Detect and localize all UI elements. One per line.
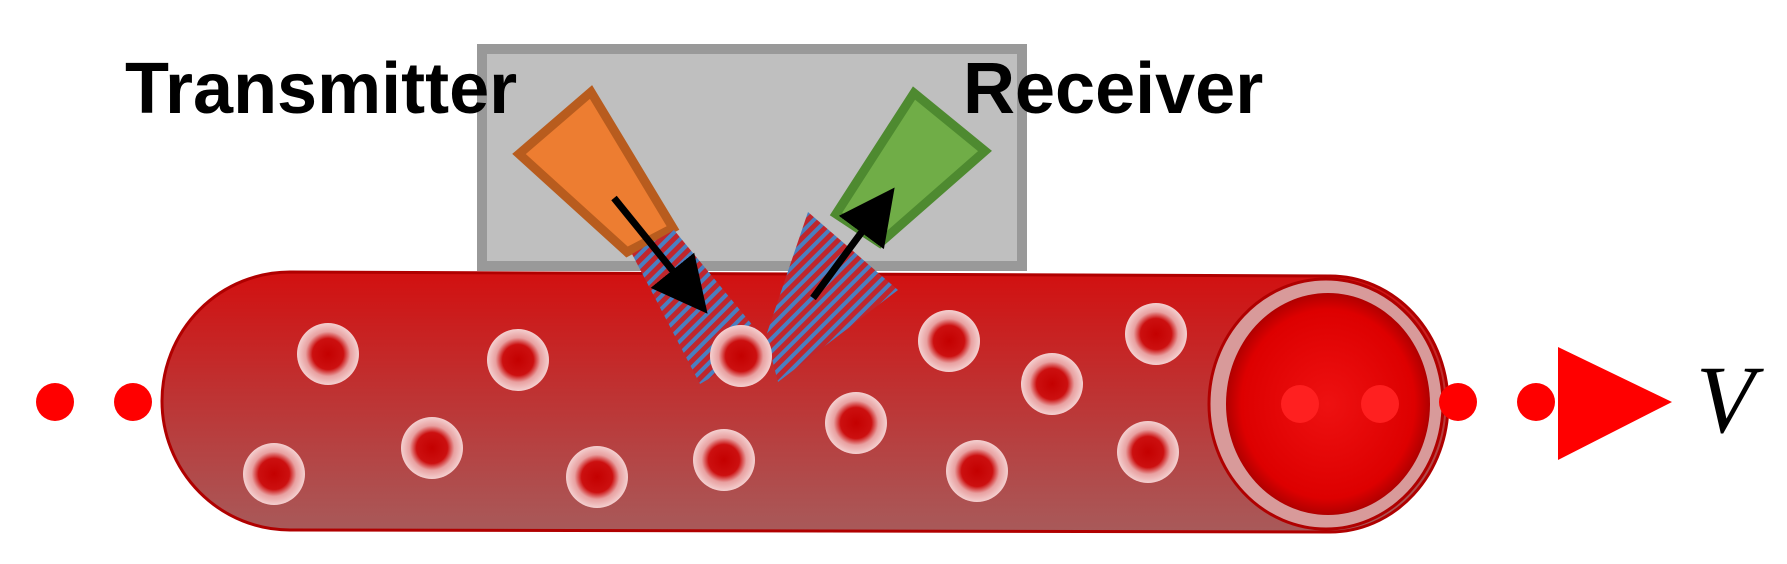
blood-cell: [1125, 303, 1187, 365]
flow-dot: [36, 383, 74, 421]
transmitter-probe-icon: [512, 85, 680, 258]
blood-cell: [710, 325, 772, 387]
flow-dot: [1439, 383, 1477, 421]
blood-cell: [243, 443, 305, 505]
blood-cell: [946, 440, 1008, 502]
transmitter-label: Transmitter: [125, 49, 517, 129]
blood-cell: [1021, 353, 1083, 415]
blood-cell: [1117, 421, 1179, 483]
blood-cell: [693, 429, 755, 491]
blood-cell: [918, 310, 980, 372]
velocity-label: V: [1696, 346, 1764, 453]
blood-cell: [825, 392, 887, 454]
flow-dot: [114, 383, 152, 421]
receive-beam: [766, 212, 898, 382]
blood-cell: [401, 417, 463, 479]
blood-cell: [566, 446, 628, 508]
blood-cell: [297, 323, 359, 385]
flow-dot: [1517, 383, 1555, 421]
red-blood-cells: [243, 303, 1187, 508]
receive-arrow-icon: [810, 187, 895, 301]
blood-cell: [487, 329, 549, 391]
vessel-cross-section: [1207, 277, 1445, 531]
transmit-arrow-icon: [611, 195, 708, 314]
flow-direction-arrow-icon: [1558, 347, 1672, 460]
receiver-label: Receiver: [963, 49, 1263, 129]
